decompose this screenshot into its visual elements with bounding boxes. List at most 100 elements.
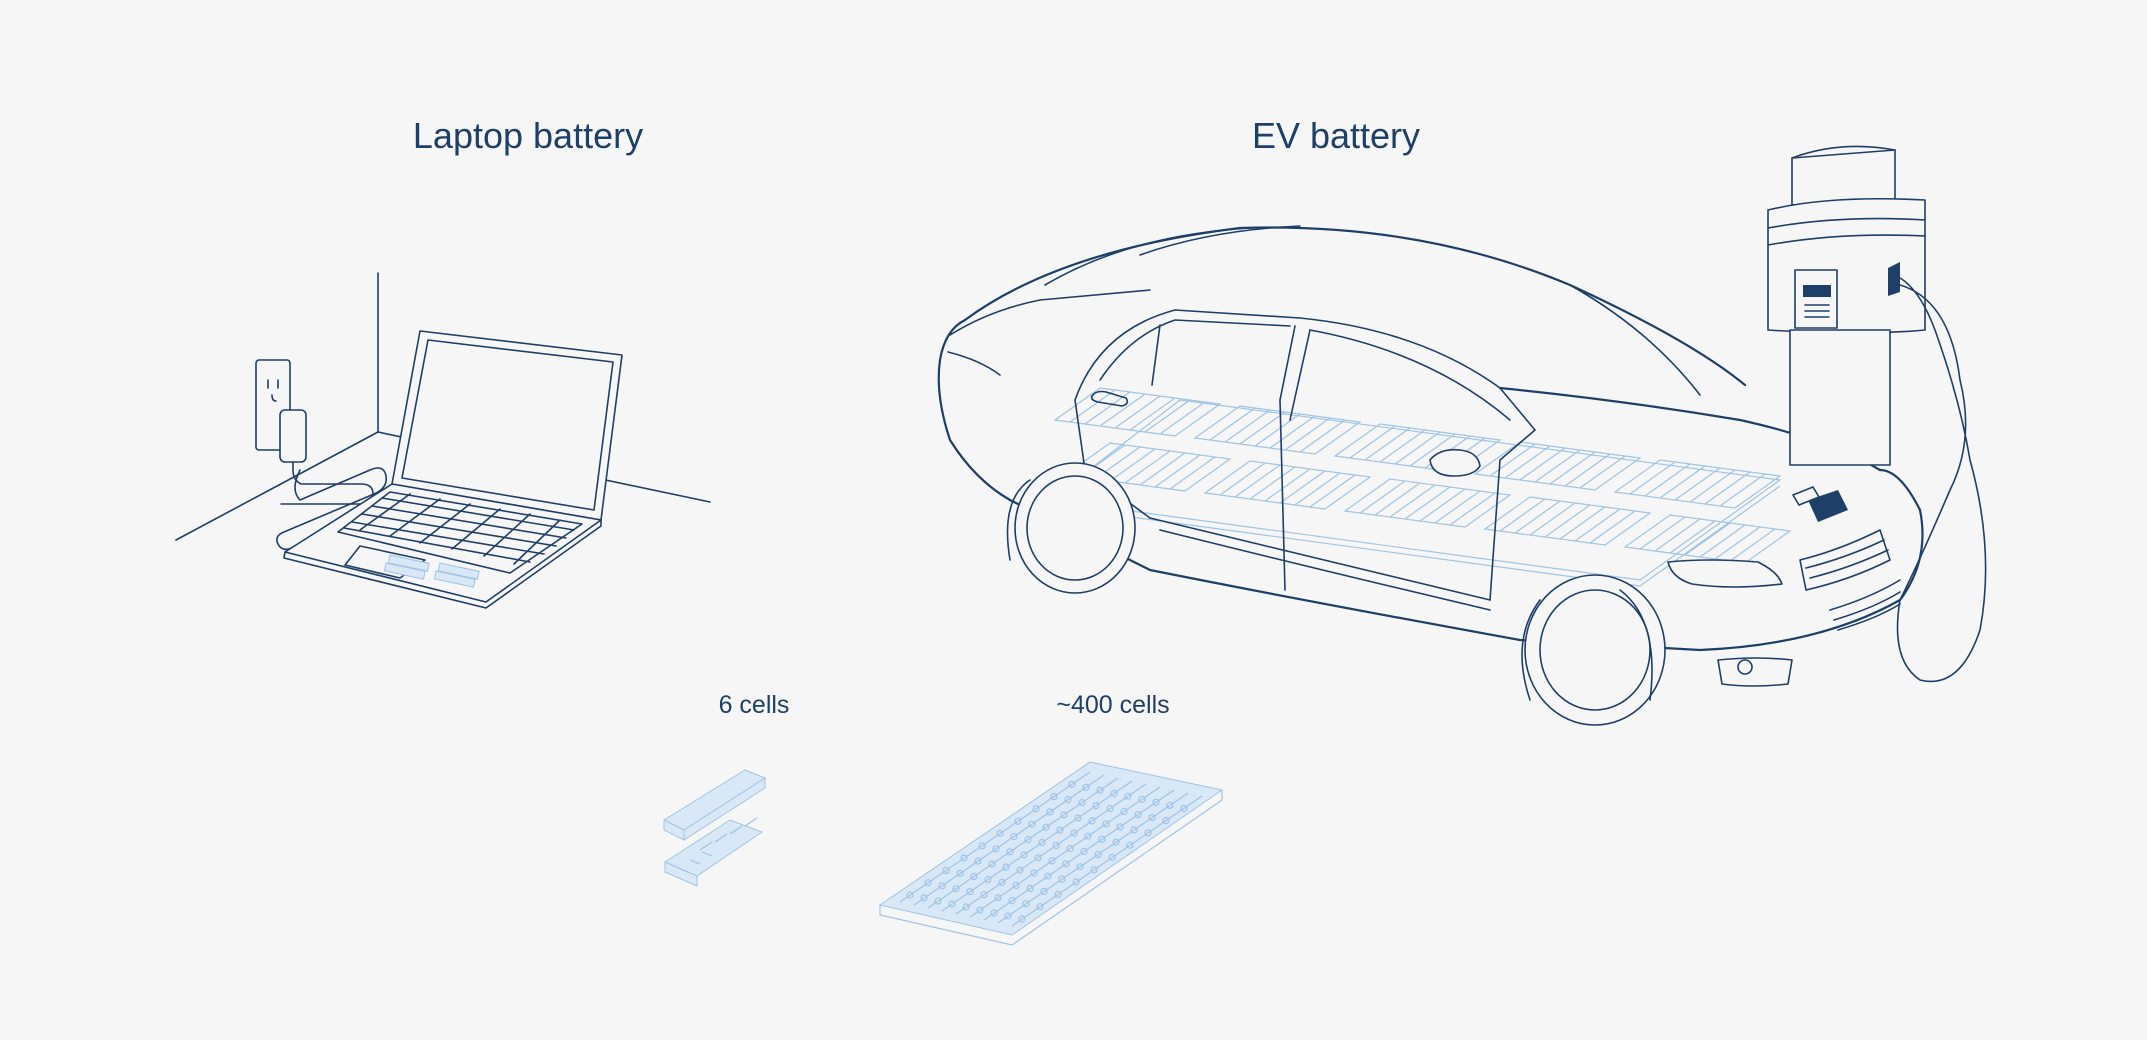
- ev-standalone-cell: [1126, 841, 1134, 849]
- ev-cell-row: [1419, 488, 1466, 522]
- front-wheel: [1521, 574, 1666, 726]
- rear-wheel: [1006, 462, 1136, 594]
- ev-standalone-cell: [1010, 832, 1018, 841]
- ev-standalone-cell: [980, 891, 988, 899]
- ev-standalone-cell: [942, 866, 950, 875]
- ev-cell-row: [1574, 508, 1621, 542]
- ev-standalone-cell: [1036, 903, 1044, 911]
- ev-cell-row: [1159, 401, 1206, 435]
- ev-standalone-cell: [1014, 817, 1022, 825]
- ev-cell-row: [1529, 502, 1576, 536]
- ev-standalone-cell: [1026, 884, 1034, 893]
- ev-cell-row: [1309, 474, 1356, 508]
- ev-cell-row: [1249, 466, 1296, 500]
- laptop-battery-pack: [662, 769, 767, 887]
- power-cord: [276, 467, 389, 551]
- ev-standalone-cell: [934, 897, 942, 905]
- ev-standalone-cell-row: [997, 792, 1189, 924]
- ev-standalone-cell: [1084, 832, 1092, 840]
- ev-cell-row: [1504, 445, 1551, 479]
- ev-standalone-cell: [1024, 835, 1032, 844]
- ev-standalone-cell: [960, 854, 968, 862]
- ev-standalone-cell: [988, 860, 996, 868]
- ev-standalone-cell-row: [941, 780, 1133, 912]
- ev-standalone-cell: [1080, 847, 1088, 856]
- ev-cell-row: [1209, 407, 1256, 441]
- ev-standalone-cell: [1040, 887, 1048, 896]
- ev-cell-row: [1489, 443, 1536, 477]
- ev-cell-row: [1684, 522, 1731, 556]
- ev-standalone-cell: [1016, 866, 1024, 874]
- ev-cell-count-label: ~400 cells: [1056, 691, 1170, 719]
- ev-standalone-cell: [1042, 823, 1050, 831]
- ev-battery-module: [1623, 514, 1792, 564]
- ev-cell-row: [1669, 520, 1716, 554]
- ev-standalone-cell: [1028, 820, 1036, 828]
- ev-standalone-cell: [1110, 789, 1118, 797]
- ev-standalone-cell: [1068, 780, 1076, 788]
- laptop-battery-title: Laptop battery: [412, 115, 644, 156]
- ev-cell-row: [1364, 427, 1411, 461]
- ev-standalone-cell: [1180, 804, 1188, 812]
- ev-standalone-cell: [1094, 850, 1102, 859]
- ev-cell-row: [1269, 415, 1316, 449]
- ev-standalone-cell: [1002, 863, 1010, 871]
- ev-cell-row: [1589, 510, 1636, 544]
- ev-cell-row: [1219, 462, 1266, 496]
- ev-cell-row: [1379, 429, 1426, 463]
- ev-cell-row: [1294, 472, 1341, 506]
- ev-standalone-cell: [994, 894, 1002, 902]
- ev-standalone-cell: [948, 900, 956, 908]
- ev-standalone-cell: [1048, 857, 1056, 865]
- ev-standalone-cell: [970, 872, 978, 881]
- ev-standalone-cell: [1018, 915, 1026, 923]
- ev-cell-row: [1404, 486, 1451, 520]
- ev-standalone-cell-row: [927, 777, 1119, 909]
- ev-cell-row: [1279, 470, 1326, 504]
- ev-standalone-cell-row: [913, 774, 1105, 906]
- ev-standalone-cell: [1166, 801, 1174, 809]
- ev-battery-pack-standalone: [878, 761, 1224, 946]
- ev-standalone-cell: [1130, 826, 1138, 834]
- wall-outlet-icon: [255, 359, 374, 505]
- car-scene: [937, 145, 1987, 726]
- ev-standalone-cell-row: [1011, 795, 1203, 927]
- ev-cell-row: [1254, 413, 1301, 447]
- ev-battery-module: [1473, 441, 1642, 491]
- ev-standalone-cell: [1088, 817, 1096, 825]
- ev-battery-module: [1613, 459, 1782, 509]
- ev-standalone-cell: [956, 869, 964, 878]
- ev-standalone-cell: [1082, 783, 1090, 791]
- ev-cell-row: [1394, 431, 1441, 465]
- ev-standalone-cell: [1134, 810, 1142, 819]
- ev-cell-row: [1549, 451, 1596, 485]
- ev-standalone-cell: [1144, 829, 1152, 837]
- ev-standalone-cell: [1162, 816, 1170, 825]
- ev-cell-row: [1689, 469, 1736, 503]
- ev-standalone-cell-row: [983, 789, 1175, 921]
- ev-standalone-cell: [1062, 860, 1070, 868]
- ev-standalone-cell: [978, 842, 986, 850]
- ev-cell-row: [1579, 455, 1626, 489]
- ev-standalone-cell-row: [969, 786, 1161, 918]
- ev-cell-row: [1129, 397, 1176, 431]
- charging-station-icon: [1767, 145, 1987, 683]
- ev-battery-module: [1063, 442, 1232, 492]
- ev-standalone-cell: [1152, 798, 1160, 806]
- ev-standalone-cell: [974, 857, 982, 865]
- ev-cell-row: [1349, 425, 1396, 459]
- ev-cell-row: [1639, 516, 1686, 550]
- ev-standalone-cell: [1008, 897, 1016, 905]
- ev-battery-module: [1333, 423, 1502, 473]
- ev-cell-row: [1659, 465, 1706, 499]
- ev-standalone-cell: [990, 909, 998, 917]
- ev-battery-module: [1203, 460, 1372, 510]
- ev-cell-row: [1284, 417, 1331, 451]
- ev-cell-row: [1154, 454, 1201, 488]
- ev-standalone-cell: [1066, 844, 1074, 853]
- ev-cell-row: [1389, 484, 1436, 518]
- keyboard: [343, 493, 575, 565]
- ev-standalone-cell: [906, 891, 914, 899]
- ev-cell-row: [1434, 490, 1481, 524]
